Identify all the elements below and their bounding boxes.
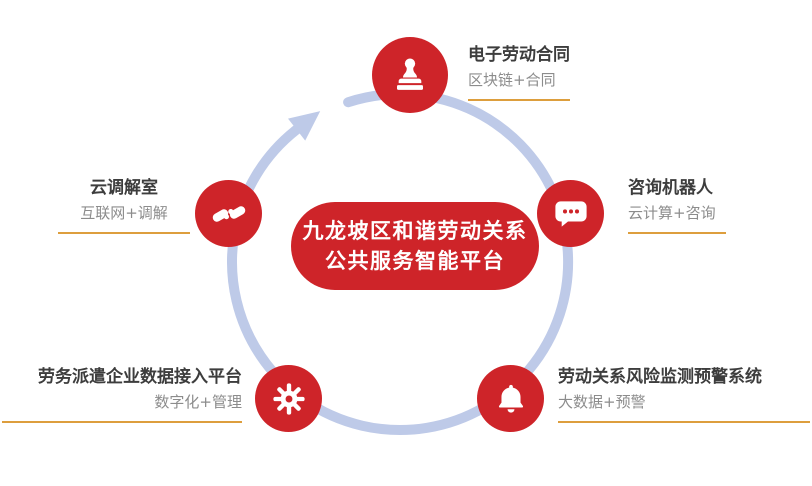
node-consult-robot-circle <box>537 180 604 247</box>
stamp-icon <box>390 55 430 95</box>
node-title: 劳动关系风险监测预警系统 <box>558 367 762 387</box>
cycle-arrowhead-icon <box>288 111 321 141</box>
node-subtitle: 区块链+合同 <box>468 70 556 89</box>
node-title: 咨询机器人 <box>628 178 713 198</box>
node-subtitle: 互联网+调解 <box>80 203 168 222</box>
node-cloud-mediation-circle <box>195 180 262 247</box>
node-electronic-contract-circle <box>372 37 448 113</box>
node-subtitle: 数字化+管理 <box>154 392 242 411</box>
label-cloud-mediation: 云调解室 互联网+调解 <box>58 177 190 234</box>
node-subtitle: 云计算+咨询 <box>628 203 716 222</box>
center-title-line2: 公共服务智能平台 <box>325 249 505 273</box>
node-title: 电子劳动合同 <box>468 45 570 65</box>
center-title-line1: 九龙坡区和谐劳动关系 <box>302 218 528 243</box>
handshake-icon <box>211 196 247 232</box>
chat-robot-icon <box>553 196 589 232</box>
node-subtitle: 大数据+预警 <box>558 392 646 411</box>
label-consult-robot: 咨询机器人 云计算+咨询 <box>628 177 726 234</box>
center-platform-pill: 九龙坡区和谐劳动关系 公共服务智能平台 <box>291 202 539 290</box>
label-risk-warning: 劳动关系风险监测预警系统 大数据+预警 <box>558 366 810 423</box>
label-data-access: 劳务派遣企业数据接入平台 数字化+管理 <box>2 366 242 423</box>
node-title: 云调解室 <box>90 178 158 198</box>
bell-icon <box>493 381 529 417</box>
gear-icon <box>271 381 307 417</box>
node-title: 劳务派遣企业数据接入平台 <box>38 367 242 387</box>
node-data-access-circle <box>255 365 322 432</box>
node-risk-warning-circle <box>477 365 544 432</box>
label-electronic-contract: 电子劳动合同 区块链+合同 <box>468 44 570 101</box>
